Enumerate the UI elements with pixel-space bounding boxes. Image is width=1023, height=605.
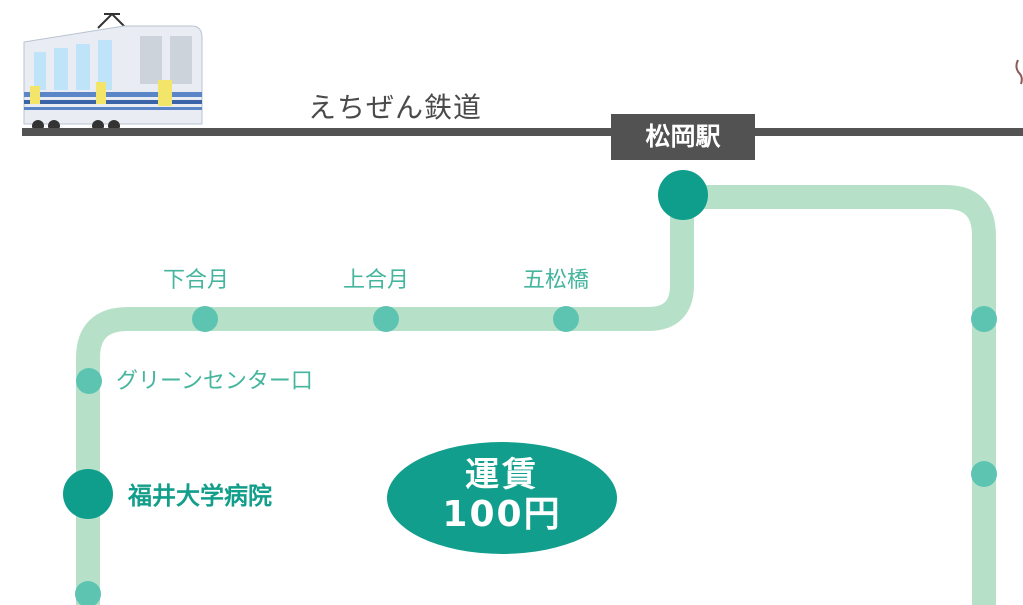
stop-marker-green-center <box>76 368 102 394</box>
stop-marker-gomatsubashi <box>553 306 579 332</box>
stop-marker-right-2 <box>971 461 997 487</box>
route-line <box>76 185 996 605</box>
fare-title: 運賃 <box>465 455 539 495</box>
stop-label-green-center: グリーンセンター口 <box>116 369 313 394</box>
stop-marker-hospital <box>63 469 113 519</box>
partial-train-icon <box>1015 59 1023 85</box>
fare-badge: 運賃 100円 <box>387 442 617 554</box>
railway-name: えちぜん鉄道 <box>308 91 483 124</box>
stop-label-kamiaizuki: 上合月 <box>343 268 410 293</box>
stop-label-shimoaizuki: 下合月 <box>163 268 230 293</box>
stop-marker-kamiaizuki <box>373 306 399 332</box>
stop-marker-shimoaizuki <box>192 306 218 332</box>
stop-label-hospital: 福井大学病院 <box>128 482 272 510</box>
stop-label-gomatsubashi: 五松橋 <box>523 268 590 293</box>
terminal-station-label: 松岡駅 <box>611 114 755 160</box>
stop-marker-bottom <box>75 581 101 605</box>
fare-amount: 100円 <box>442 494 562 535</box>
stop-marker-matsuoka <box>658 170 708 220</box>
rail-line <box>22 128 1023 136</box>
stop-marker-right-1 <box>971 306 997 332</box>
